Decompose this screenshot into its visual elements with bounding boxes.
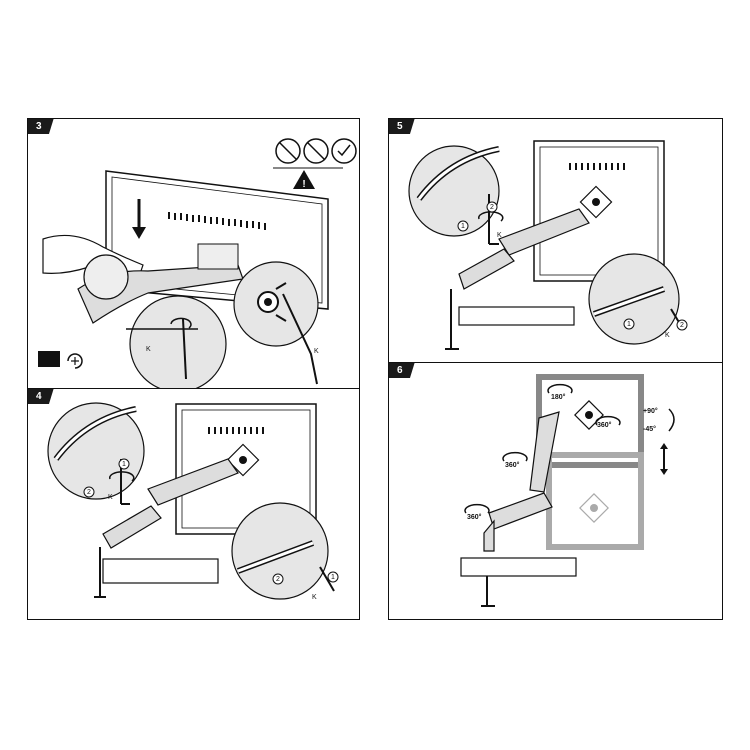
zoom-detail	[83, 254, 129, 300]
svg-text:+90°: +90°	[643, 407, 658, 415]
vent-slots	[569, 163, 625, 170]
desk	[102, 558, 219, 584]
svg-text:180°: 180°	[551, 393, 566, 401]
vent-slots	[168, 212, 266, 230]
vesa-plate	[226, 443, 260, 477]
vent-slots	[208, 427, 264, 434]
zoom-detail	[408, 145, 500, 237]
monitor-arm	[147, 458, 239, 506]
step-order-label: 2	[490, 204, 494, 211]
step-number-badge: 5	[389, 119, 415, 134]
step-order-label: 1	[122, 461, 126, 468]
monitor-arm	[529, 411, 560, 493]
rotate-plus-icon	[67, 353, 83, 369]
step-order-label: 1	[331, 574, 335, 581]
rotate-180-icon: 180°	[547, 383, 573, 401]
monitor-arm	[498, 208, 590, 256]
step-6-panel: 6 180° 360° +90° -45°	[388, 362, 723, 620]
step-3-illustration: ! K K	[38, 138, 357, 389]
rotate-360-icon: 360°	[502, 451, 528, 469]
step-4-panel: 4 K 2 1 K	[27, 388, 360, 620]
vesa-plate	[579, 493, 609, 523]
step-number-badge: 4	[28, 389, 54, 404]
vesa-plate	[579, 185, 613, 219]
tool-label: K	[314, 348, 319, 355]
step-order-label: 2	[87, 489, 91, 496]
step-5-panel: 5 K 1 2	[388, 118, 723, 364]
warning-icon: !	[293, 170, 315, 190]
tilt-icon: +90° -45°	[643, 407, 675, 433]
step-order-label: 2	[680, 322, 684, 329]
step-order-label: 2	[276, 576, 280, 583]
step-number-badge: 3	[28, 119, 54, 134]
svg-text:!: !	[302, 179, 305, 190]
zoom-detail	[129, 295, 227, 389]
check-tool-icon	[331, 138, 357, 164]
svg-text:360°: 360°	[597, 421, 612, 429]
step-order-label: 1	[461, 223, 465, 230]
tool-label: K	[665, 332, 670, 339]
step-3-panel: 3 !	[27, 118, 360, 390]
tool-label: K	[146, 346, 151, 353]
desk	[460, 557, 577, 577]
rotate-360-icon: 360°	[595, 415, 621, 429]
svg-text:360°: 360°	[467, 513, 482, 521]
svg-text:360°: 360°	[505, 461, 520, 469]
rotate-360-icon: 360°	[464, 503, 490, 521]
step-number-badge: 6	[389, 363, 415, 378]
height-arrow-icon	[660, 443, 668, 475]
step-order-label: 1	[627, 321, 631, 328]
zoom-detail	[231, 502, 329, 600]
no-tool-icon	[303, 138, 329, 164]
no-tool-icon	[275, 138, 301, 164]
desk	[458, 306, 575, 326]
tool-label: K	[312, 594, 317, 601]
svg-text:-45°: -45°	[643, 425, 656, 433]
tool-label: K	[497, 232, 502, 239]
tool-label: K	[108, 494, 113, 501]
step-5-illustration: K 1 2 K 2 1	[408, 140, 688, 350]
step-6-illustration: 180° 360° +90° -45° 360° 360°	[460, 374, 675, 607]
step-4-illustration: K 2 1 K 1 2	[47, 402, 339, 601]
monitor-icon	[38, 351, 60, 367]
down-arrow-icon	[132, 199, 146, 239]
